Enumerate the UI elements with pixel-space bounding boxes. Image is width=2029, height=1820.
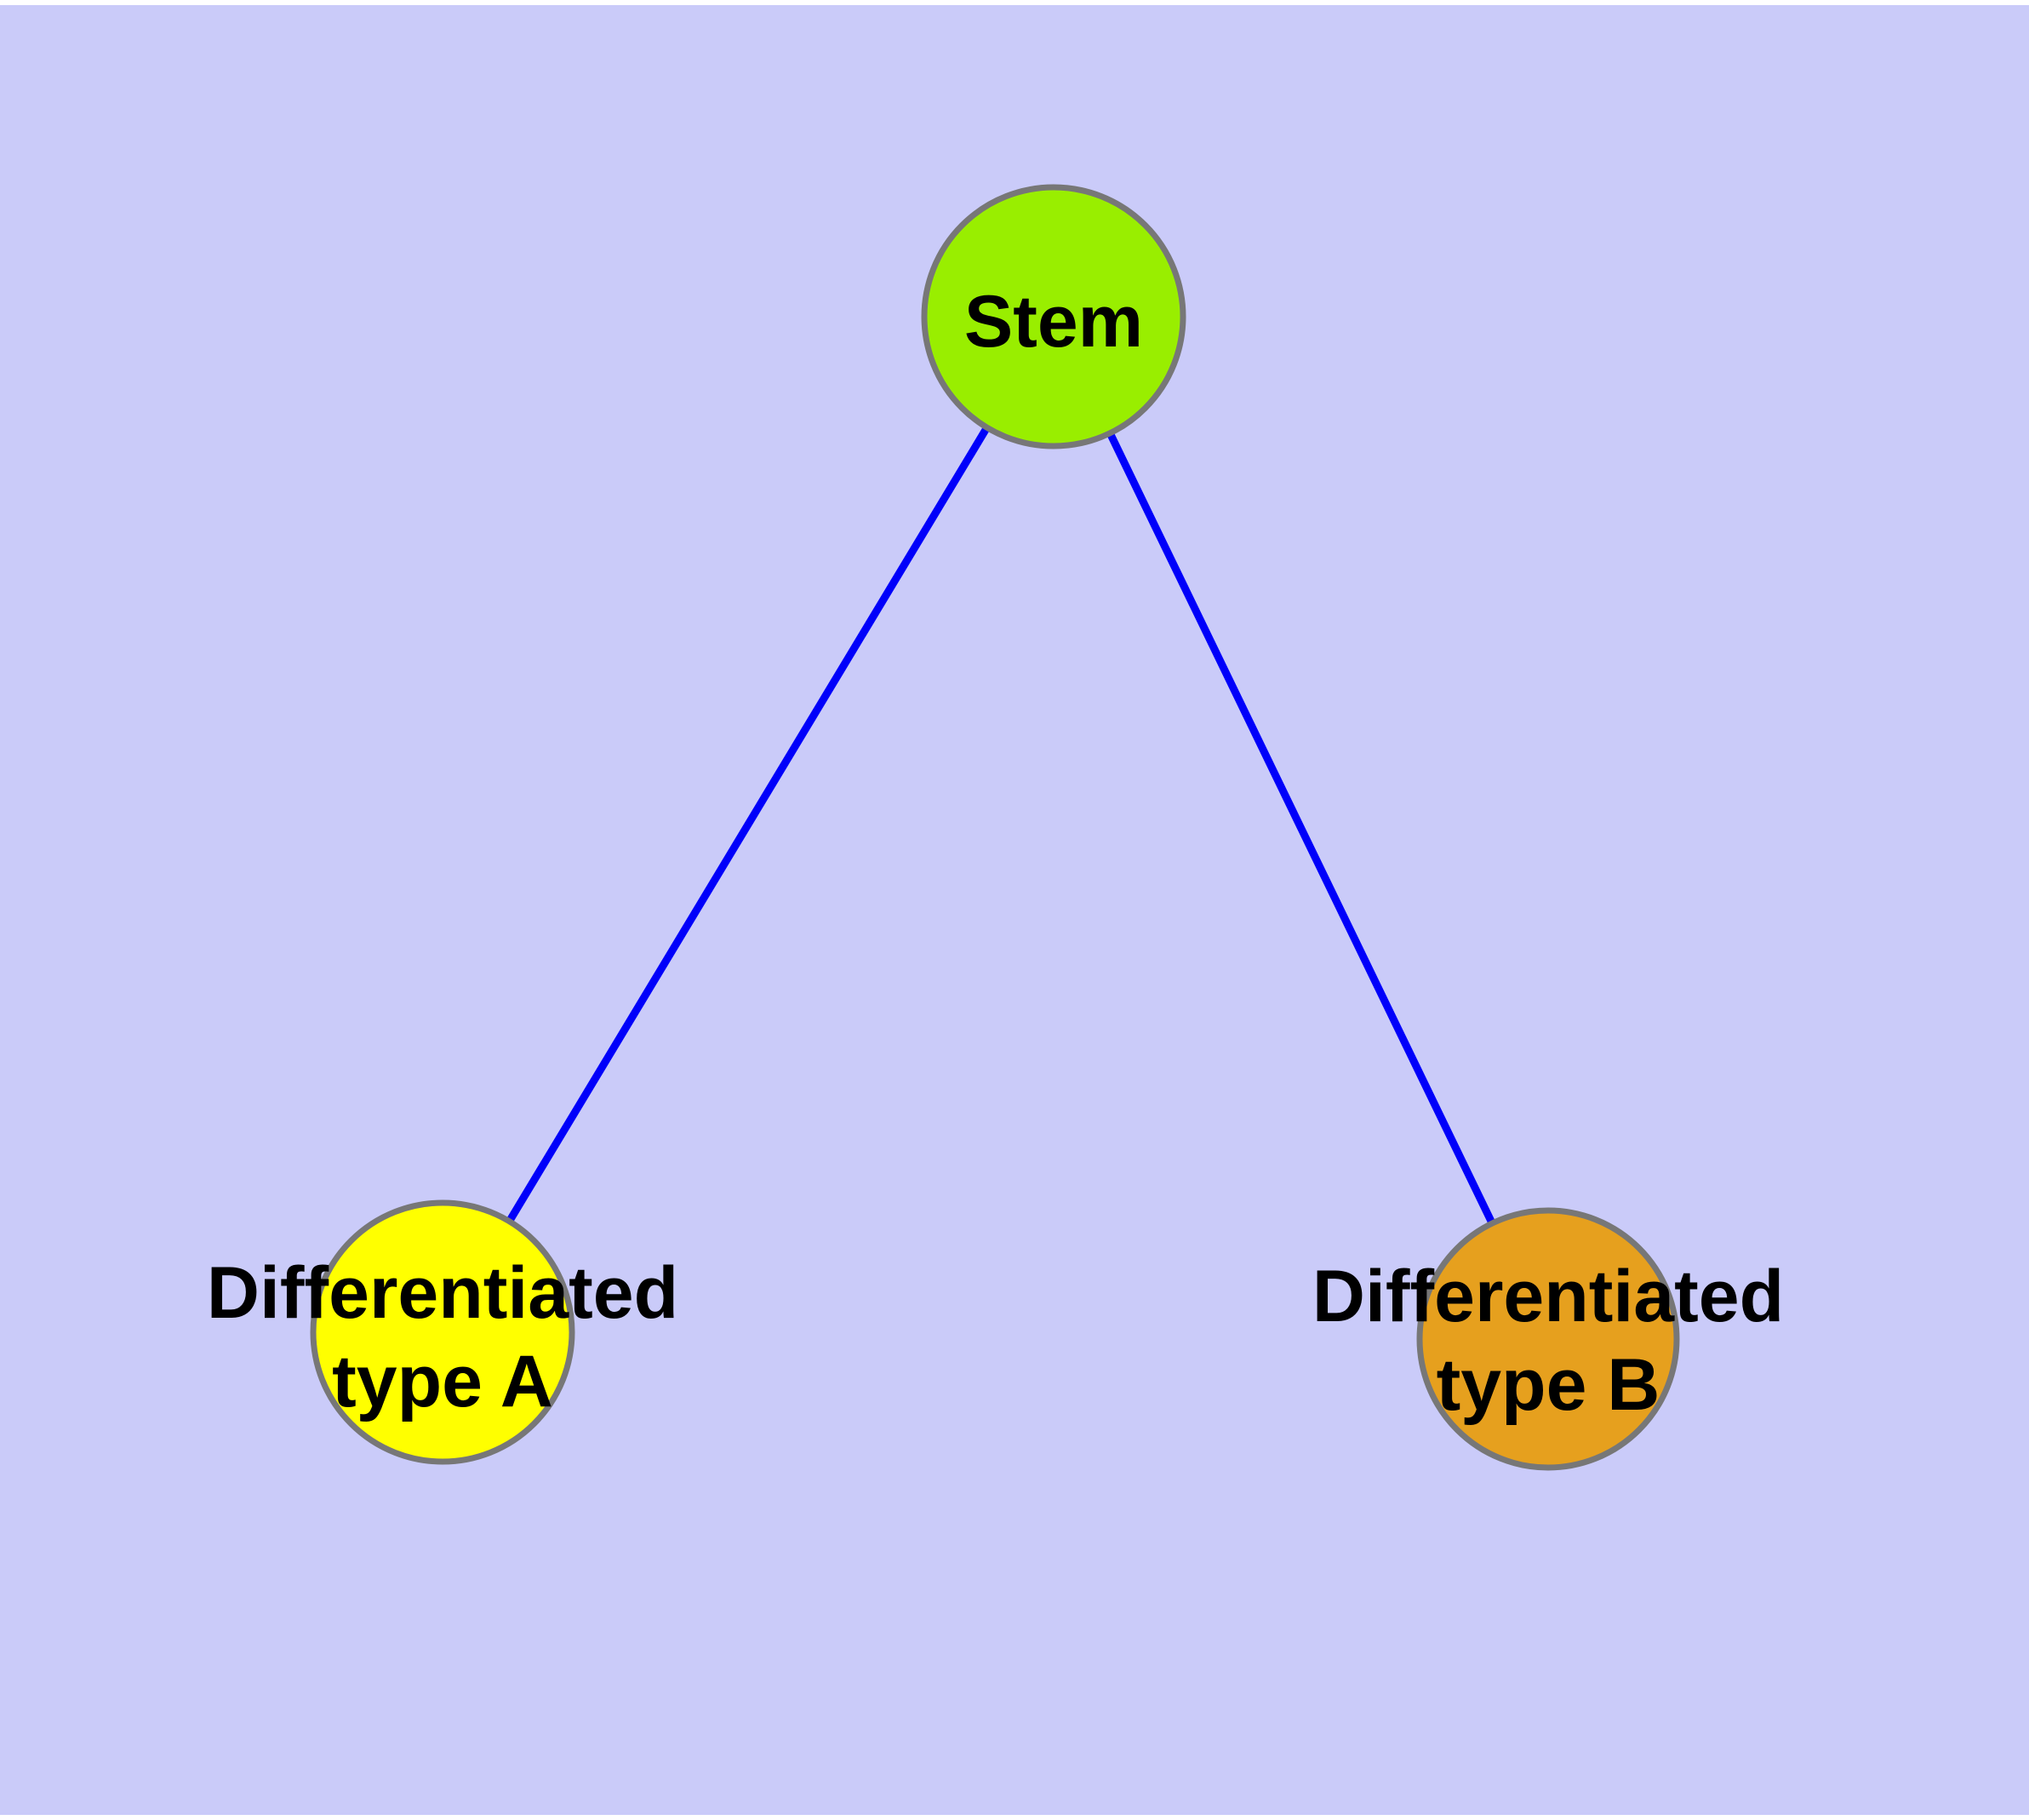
edge-stem-to-type-b[interactable] [1049, 315, 1552, 1341]
node-differentiated-type-a: Differentiated type A [207, 1199, 678, 1465]
node-type-b-label-line1: Differentiated [1312, 1256, 1784, 1337]
node-differentiated-type-b: Differentiated type B [1312, 1207, 1784, 1471]
node-type-a-label-line2: type A [332, 1341, 553, 1422]
edge-layer [439, 314, 1552, 1341]
node-type-b-label-line2: type B [1437, 1344, 1660, 1426]
edge-stem-to-type-a[interactable] [439, 314, 1057, 1335]
node-stem-label: Stem [964, 281, 1143, 363]
node-type-b-circle[interactable] [1416, 1207, 1680, 1471]
node-stem: Stem [921, 184, 1186, 449]
node-type-a-label-line1: Differentiated [207, 1252, 678, 1334]
node-stem-circle[interactable] [921, 184, 1186, 449]
node-type-a-circle[interactable] [310, 1199, 575, 1465]
